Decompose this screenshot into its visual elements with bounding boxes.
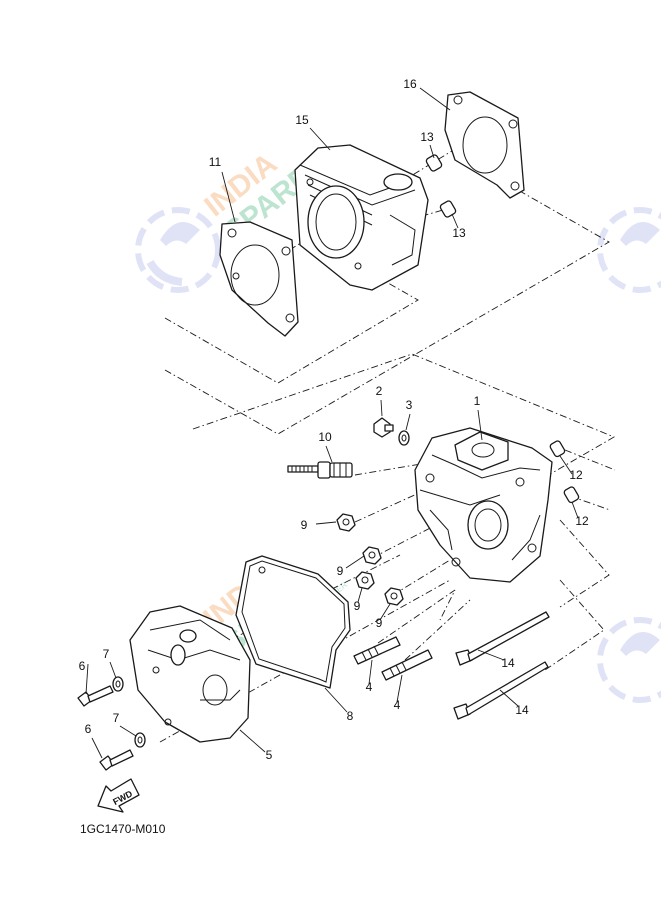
part-bolt-upper [77, 685, 114, 707]
callout-13: 13 [420, 130, 434, 144]
callout-14: 14 [515, 703, 529, 717]
part-nut-a [336, 513, 356, 532]
part-small-bolt [373, 417, 394, 438]
part-cylinder-head [414, 427, 553, 583]
part-nut-c [355, 571, 375, 590]
part-long-bolt-b [453, 661, 549, 720]
callout-5: 5 [266, 748, 273, 762]
drawing-code: 1GC1470-M010 [80, 822, 166, 836]
part-spark-plug [287, 461, 353, 479]
part-dowel-pin-right-lower [563, 486, 580, 504]
callout-9: 9 [337, 564, 344, 578]
callout-4: 4 [394, 698, 401, 712]
part-dowel-pin-upper [425, 154, 443, 172]
watermark-right-top-icon [597, 207, 661, 293]
callout-13: 13 [452, 226, 466, 240]
part-cover-gasket [235, 555, 351, 689]
callout-6: 6 [85, 722, 92, 736]
callout-9: 9 [301, 518, 308, 532]
part-washer-small [398, 430, 410, 446]
part-nut-d [384, 587, 404, 606]
callout-15: 15 [295, 113, 309, 127]
callout-8: 8 [347, 709, 354, 723]
part-dowel-pin-lower [439, 200, 457, 218]
watermark-left-icon [135, 207, 221, 293]
part-head-cover [129, 605, 251, 743]
part-cylinder-gasket-top [444, 91, 525, 199]
callout-14: 14 [501, 656, 515, 670]
part-cylinder-base-gasket [219, 221, 299, 337]
part-long-bolt-a [455, 611, 550, 666]
callout-9: 9 [354, 599, 361, 613]
forward-arrow-icon: FWD [97, 778, 140, 813]
callout-3: 3 [406, 398, 413, 412]
callout-6: 6 [79, 659, 86, 673]
part-stud-b [381, 649, 433, 681]
callout-2: 2 [376, 384, 383, 398]
leader-lines [85, 87, 579, 759]
watermark-right-bottom-icon [597, 617, 661, 703]
callout-12: 12 [575, 514, 589, 528]
part-bolt-lower [99, 749, 134, 771]
part-cylinder [294, 144, 429, 291]
part-washer-upper [112, 676, 124, 692]
callout-7: 7 [103, 647, 110, 661]
callout-11: 11 [209, 155, 222, 169]
callout-9: 9 [376, 616, 383, 630]
part-nut-b [362, 546, 382, 565]
callout-12: 12 [569, 468, 583, 482]
callout-labels: 16 15 11 13 13 2 3 1 10 12 12 9 9 9 9 14 14 4 4 8 6 7 5 6 7 [79, 77, 589, 762]
callout-7: 7 [113, 711, 120, 725]
part-washer-lower [134, 732, 146, 748]
part-dowel-pin-right-upper [549, 440, 566, 458]
callout-1: 1 [474, 394, 481, 408]
callout-16: 16 [403, 77, 417, 91]
callout-10: 10 [318, 430, 332, 444]
part-stud-a [353, 636, 401, 665]
callout-4: 4 [366, 680, 373, 694]
